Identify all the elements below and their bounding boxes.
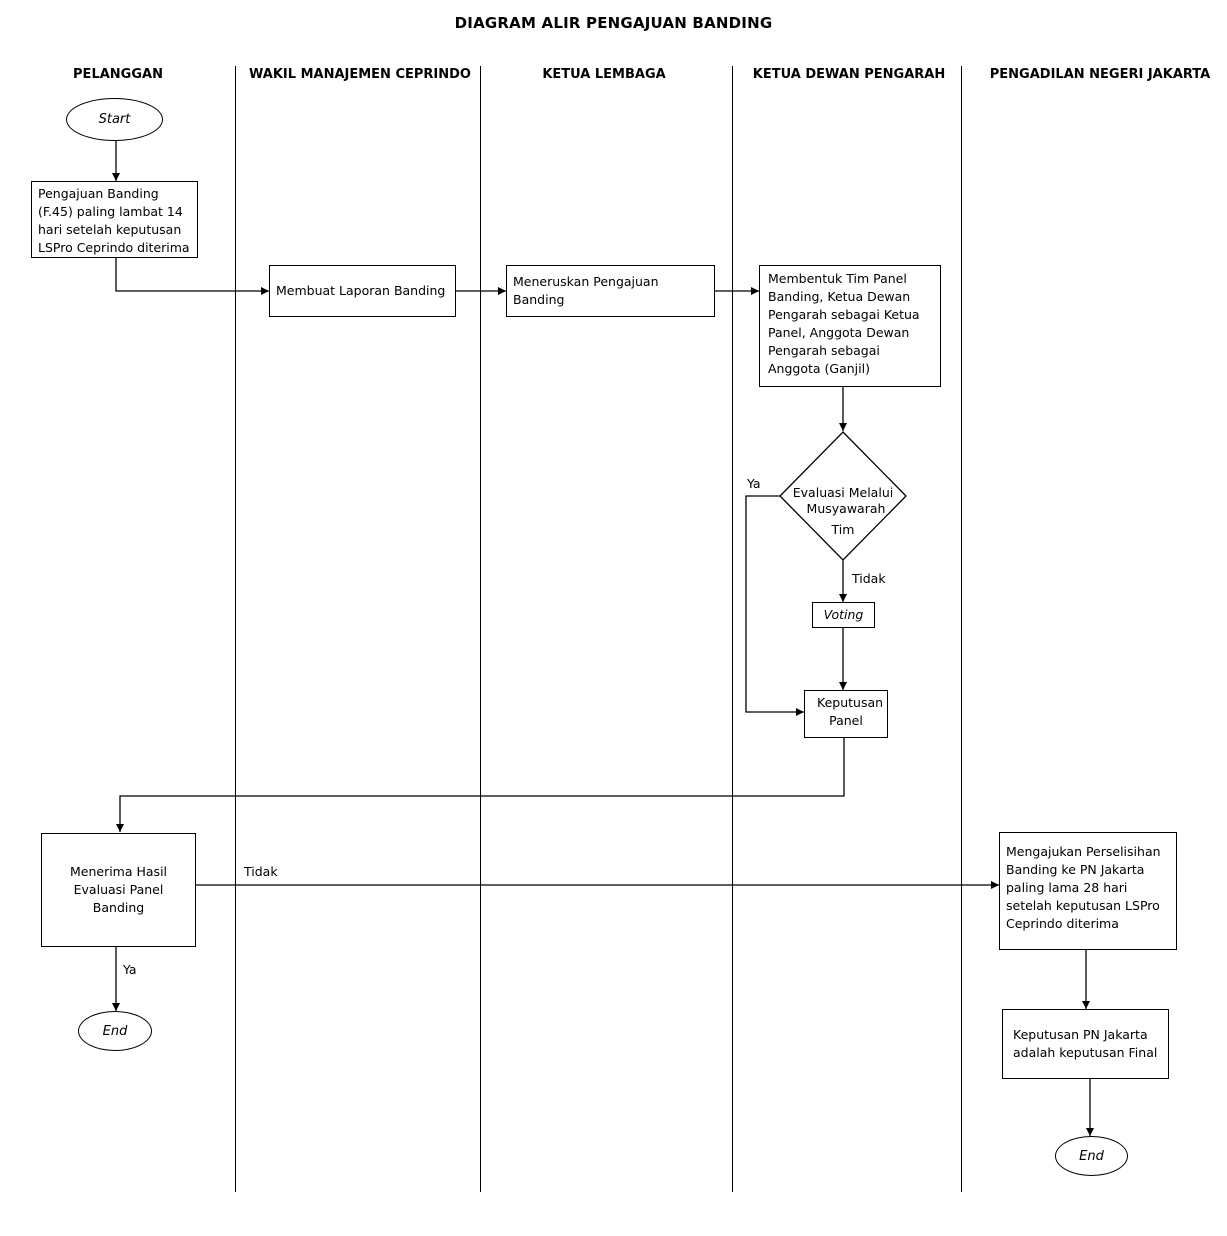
- edge-label-tidak-evaluasi: Tidak: [852, 571, 886, 586]
- tim-panel-text: Membentuk Tim Panel Banding, Ketua Dewan…: [768, 271, 920, 376]
- keputusan-panel-box: Keputusan Panel: [804, 690, 888, 738]
- meneruskan-pengajuan-box: Meneruskan Pengajuan Banding: [506, 265, 715, 317]
- end-terminator-pelanggan: End: [78, 1011, 152, 1051]
- lane-header-wakil-manajemen: WAKIL MANAJEMEN CEPRINDO: [249, 67, 471, 82]
- tim-panel-box: Membentuk Tim Panel Banding, Ketua Dewan…: [759, 265, 941, 387]
- pn-final-box: Keputusan PN Jakarta adalah keputusan Fi…: [1002, 1009, 1169, 1079]
- evaluasi-line3: Tim: [831, 522, 855, 537]
- lane-header-pengadilan-negeri: PENGADILAN NEGERI JAKARTA: [989, 67, 1211, 82]
- edge-keputusan-menerima: [116, 738, 845, 832]
- menerima-hasil-box: Menerima Hasil Evaluasi Panel Banding: [41, 833, 196, 947]
- end-label-pelanggan: End: [102, 1023, 128, 1039]
- edge-label-ya-menerima: Ya: [123, 962, 137, 977]
- lane-header-pelanggan: PELANGGAN: [73, 67, 163, 82]
- pn-pengajuan-box: Mengajukan Perselisihan Banding ke PN Ja…: [999, 832, 1177, 950]
- lane-header-ketua-dewan-pengarah: KETUA DEWAN PENGARAH: [752, 67, 946, 82]
- pengajuan-banding-box: Pengajuan Banding (F.45) paling lambat 1…: [31, 181, 198, 258]
- lane-divider: [480, 66, 481, 1192]
- decision-evaluasi-shape: [779, 431, 907, 561]
- lane-divider: [961, 66, 962, 1192]
- pn-final-text: Keputusan PN Jakarta adalah keputusan Fi…: [1013, 1027, 1158, 1060]
- laporan-banding-text: Membuat Laporan Banding: [276, 283, 446, 298]
- voting-text: Voting: [823, 607, 864, 622]
- pengajuan-banding-text: Pengajuan Banding (F.45) paling lambat 1…: [38, 186, 190, 255]
- end-terminator-pn: End: [1055, 1136, 1128, 1176]
- end-label-pn: End: [1079, 1148, 1104, 1164]
- edge-label-tidak-menerima: Tidak: [244, 864, 278, 879]
- edge-pengajuan-laporan: [115, 258, 269, 295]
- pn-pengajuan-text: Mengajukan Perselisihan Banding ke PN Ja…: [1006, 844, 1161, 931]
- lane-divider: [235, 66, 236, 1192]
- diagram-title: DIAGRAM ALIR PENGAJUAN BANDING: [454, 14, 773, 32]
- evaluasi-line2: Musyawarah: [806, 501, 886, 516]
- meneruskan-pengajuan-text: Meneruskan Pengajuan Banding: [513, 274, 659, 307]
- menerima-hasil-text: Menerima Hasil Evaluasi Panel Banding: [69, 864, 168, 915]
- start-label: Start: [98, 112, 131, 127]
- lane-divider: [732, 66, 733, 1192]
- edge-label-ya-evaluasi: Ya: [747, 476, 761, 491]
- voting-box: Voting: [812, 602, 875, 628]
- keputusan-panel-text: Keputusan Panel: [817, 695, 884, 728]
- start-terminator: Start: [66, 98, 163, 141]
- laporan-banding-box: Membuat Laporan Banding: [269, 265, 456, 317]
- edge-evaluasi-keputusan-ya: [745, 495, 804, 716]
- lane-header-ketua-lembaga: KETUA LEMBAGA: [542, 67, 666, 82]
- evaluasi-line1: Evaluasi Melalui: [792, 485, 894, 500]
